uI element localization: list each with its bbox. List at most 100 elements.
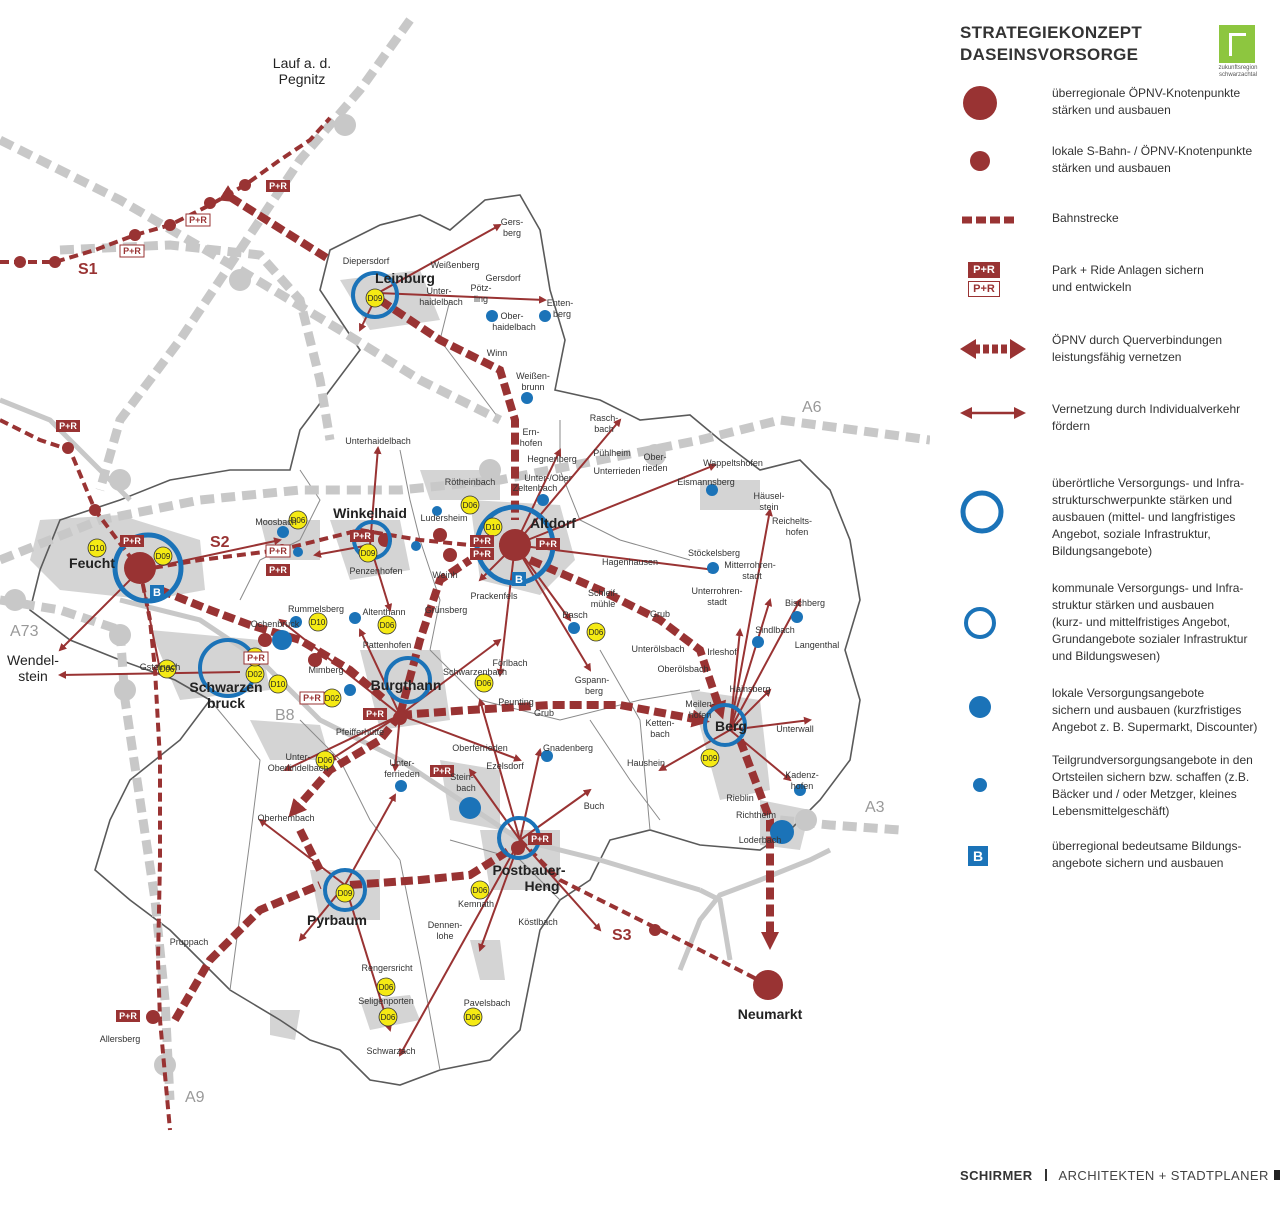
svg-text:D06: D06 — [380, 621, 395, 630]
opnv-cross-connections — [158, 185, 779, 1023]
svg-text:mühle: mühle — [591, 599, 616, 609]
legend-item-municipal-center: kommunale Versorgungs- und Infra-struktu… — [960, 580, 1275, 670]
svg-text:D06: D06 — [466, 1013, 481, 1022]
svg-text:Buch: Buch — [584, 801, 605, 811]
svg-text:P+R: P+R — [189, 215, 207, 225]
svg-text:P+R: P+R — [539, 539, 557, 549]
svg-text:P+R: P+R — [269, 565, 287, 575]
small-red-dot-icon — [970, 151, 990, 171]
svg-text:P+R: P+R — [119, 1011, 137, 1021]
svg-text:P+R: P+R — [269, 181, 287, 191]
svg-text:D09: D09 — [703, 754, 718, 763]
svg-text:lohe: lohe — [436, 931, 453, 941]
svg-text:Rasch-: Rasch- — [590, 413, 619, 423]
svg-text:Diepersdorf: Diepersdorf — [343, 256, 390, 266]
svg-text:A3: A3 — [865, 799, 885, 816]
svg-text:Hainsberg: Hainsberg — [729, 684, 770, 694]
svg-text:Pühlheim: Pühlheim — [593, 448, 631, 458]
svg-text:D06: D06 — [318, 756, 333, 765]
svg-text:Ketten-: Ketten- — [645, 718, 674, 728]
svg-text:bach: bach — [456, 783, 476, 793]
large-red-dot-icon — [963, 86, 997, 120]
svg-text:Rötheinbach: Rötheinbach — [445, 477, 496, 487]
footer-square-icon — [1273, 1170, 1280, 1180]
svg-text:hofen: hofen — [791, 781, 814, 791]
svg-text:Prackenfels: Prackenfels — [470, 591, 518, 601]
svg-text:Grub: Grub — [650, 609, 670, 619]
svg-text:Kemnath: Kemnath — [458, 899, 494, 909]
thin-double-arrow-icon — [960, 407, 1026, 419]
svg-text:Allersberg: Allersberg — [100, 1034, 141, 1044]
svg-text:Reichelts-: Reichelts- — [772, 516, 812, 526]
svg-text:Ezelsdorf: Ezelsdorf — [486, 761, 524, 771]
education-b-icon: B — [968, 846, 988, 866]
svg-text:Rengersricht: Rengersricht — [361, 963, 413, 973]
svg-text:P+R: P+R — [433, 766, 451, 776]
svg-text:Unter-/Ober: Unter-/Ober — [524, 473, 572, 483]
thick-double-arrow-icon — [960, 339, 1026, 359]
rail-line-icon — [962, 216, 1014, 224]
svg-text:P+R: P+R — [353, 531, 371, 541]
svg-text:Penzenhofen: Penzenhofen — [349, 566, 402, 576]
place-labels: Lauf a. d. Pegnitz Leinburg Winkelhaid A… — [7, 55, 803, 1022]
svg-text:Pfeifferhütte: Pfeifferhütte — [336, 727, 384, 737]
svg-text:berg: berg — [585, 686, 603, 696]
logo-mark-icon — [1219, 25, 1255, 63]
svg-text:Oberferrieden: Oberferrieden — [452, 743, 508, 753]
svg-text:P+R: P+R — [366, 709, 384, 719]
svg-text:Oberlindelbach: Oberlindelbach — [268, 763, 329, 773]
svg-text:stadt: stadt — [707, 597, 727, 607]
svg-text:S3: S3 — [612, 927, 632, 944]
svg-text:P+R: P+R — [123, 246, 141, 256]
svg-text:Unterhaidelbach: Unterhaidelbach — [345, 436, 411, 446]
svg-text:rieden: rieden — [642, 463, 667, 473]
svg-text:Stöckelsberg: Stöckelsberg — [688, 548, 740, 558]
svg-text:Weinh: Weinh — [432, 570, 457, 580]
svg-text:Enten-: Enten- — [547, 298, 574, 308]
svg-text:Haushein: Haushein — [627, 758, 665, 768]
local-supply-points — [272, 630, 794, 844]
svg-text:Pruppach: Pruppach — [170, 937, 209, 947]
svg-text:Weißen-: Weißen- — [516, 371, 550, 381]
svg-text:Ochenbruck: Ochenbruck — [251, 619, 300, 629]
svg-text:Heng: Heng — [525, 878, 560, 894]
svg-text:D02: D02 — [325, 694, 340, 703]
svg-text:stein: stein — [759, 502, 778, 512]
svg-text:B: B — [153, 587, 161, 599]
svg-text:haidelbach: haidelbach — [492, 322, 536, 332]
svg-text:Zeltenbach: Zeltenbach — [513, 483, 558, 493]
svg-text:Unterölsbach: Unterölsbach — [631, 644, 684, 654]
svg-text:Weißenberg: Weißenberg — [431, 260, 480, 270]
svg-text:Peunting: Peunting — [498, 697, 534, 707]
svg-text:P+R: P+R — [247, 653, 265, 663]
school-markers: B B — [150, 572, 526, 599]
svg-text:Pavelsbach: Pavelsbach — [464, 998, 511, 1008]
svg-text:D09: D09 — [368, 294, 383, 303]
svg-text:bruck: bruck — [207, 695, 245, 711]
svg-text:D09: D09 — [156, 552, 171, 561]
legend-title: STRATEGIEKONZEPT DASEINSVORSORGE — [960, 22, 1142, 66]
region-logo: zukunftsregion schwarzachtal — [1215, 25, 1261, 87]
svg-text:D06: D06 — [473, 886, 488, 895]
svg-text:Richtheim: Richtheim — [736, 810, 776, 820]
svg-text:Oberhembach: Oberhembach — [257, 813, 314, 823]
svg-text:P+R: P+R — [123, 536, 141, 546]
svg-text:Gers-: Gers- — [501, 217, 524, 227]
svg-text:D10: D10 — [90, 544, 105, 553]
svg-text:D09: D09 — [338, 889, 353, 898]
svg-text:Winkelhaid: Winkelhaid — [333, 505, 407, 521]
svg-text:Wappeltshofen: Wappeltshofen — [703, 458, 763, 468]
large-blue-ring-icon — [960, 490, 1004, 534]
svg-text:Berg: Berg — [715, 718, 747, 734]
svg-text:Gnadenberg: Gnadenberg — [543, 743, 593, 753]
svg-text:B8: B8 — [275, 707, 295, 724]
svg-text:Gersdorf: Gersdorf — [485, 273, 521, 283]
interchanges — [4, 114, 817, 1076]
svg-text:Gspann-: Gspann- — [575, 675, 610, 685]
svg-text:ling: ling — [474, 294, 488, 304]
